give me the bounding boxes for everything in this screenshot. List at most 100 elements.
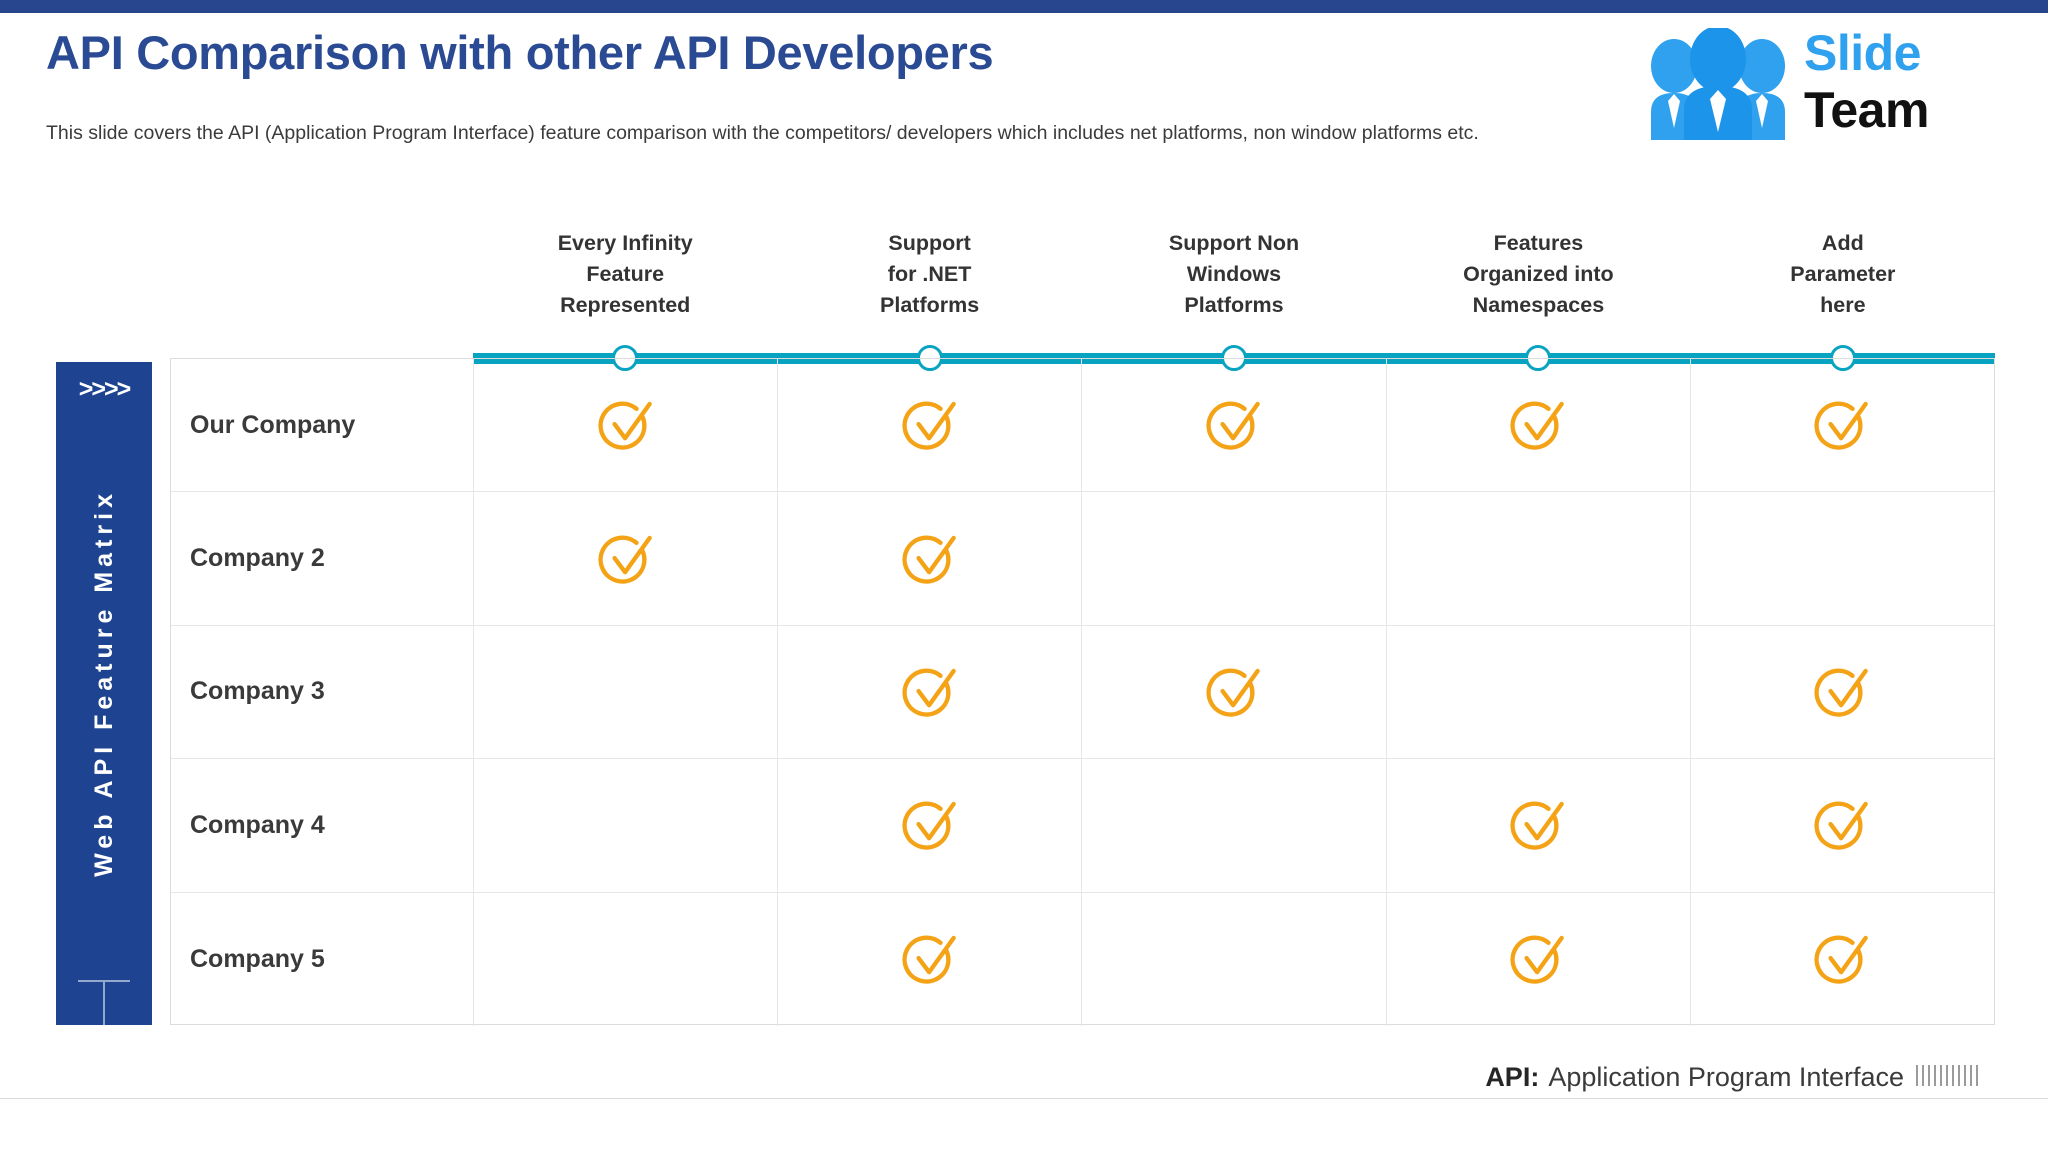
empty-cell-placeholder (1206, 797, 1262, 853)
matrix-row-label: Company 2 (171, 492, 474, 625)
footer-decor-bar (1928, 1065, 1930, 1086)
empty-cell-placeholder (1206, 531, 1262, 587)
matrix-cell-checked[interactable] (1082, 359, 1387, 492)
matrix-cell-checked[interactable] (1082, 625, 1387, 759)
check-circle-icon (1206, 401, 1260, 450)
footer-decor-bar (1922, 1065, 1924, 1086)
column-header-line: Features (1493, 231, 1584, 255)
empty-cell-placeholder (1510, 664, 1566, 720)
check-circle-icon (1206, 668, 1260, 717)
column-header-line: Namespaces (1472, 293, 1605, 317)
matrix-cell-empty[interactable] (1082, 492, 1387, 625)
empty-cell-placeholder (1510, 531, 1566, 587)
matrix-cell-checked[interactable] (1691, 359, 1994, 491)
column-header-line: here (1820, 293, 1866, 317)
empty-cell-placeholder (598, 664, 654, 720)
column-header-line: Support (888, 231, 971, 255)
column-header-line: Represented (560, 293, 691, 317)
matrix-cell-checked[interactable] (1387, 359, 1691, 492)
matrix-cell-checked[interactable] (1691, 759, 1994, 891)
matrix-cell-checked[interactable] (1387, 759, 1691, 892)
footer-legend-value: Application Program Interface (1548, 1062, 1904, 1092)
check-circle-icon (902, 401, 956, 450)
check-circle-icon (598, 401, 652, 450)
matrix-row: Company 5 (171, 892, 1994, 1026)
check-circle-icon (1510, 401, 1565, 450)
logo-wordmark: Slide Team (1804, 26, 1929, 139)
matrix-row: Company 3 (171, 625, 1994, 760)
footer-decor-bar (1934, 1065, 1936, 1086)
footer-decor-bar (1916, 1065, 1918, 1086)
slideteam-logo: Slide Team (1644, 22, 2026, 144)
matrix-cell-empty[interactable] (1387, 625, 1691, 759)
footer-legend-key: API: (1485, 1062, 1540, 1092)
matrix-row-label: Company 4 (171, 759, 474, 892)
column-header-line: Every Infinity (557, 231, 693, 255)
footer-decor-bar (1940, 1065, 1942, 1086)
matrix-cell-checked[interactable] (474, 492, 779, 625)
side-panel: >>>> Web API Feature Matrix (56, 362, 152, 1025)
check-circle-icon (1814, 668, 1869, 717)
check-circle-icon (1814, 935, 1869, 984)
check-circle-icon (902, 668, 956, 717)
matrix-cell-checked[interactable] (778, 492, 1083, 625)
top-accent-bar (0, 0, 2048, 13)
matrix-cell-empty[interactable] (474, 759, 779, 892)
matrix-cell-checked[interactable] (778, 892, 1083, 1026)
logo-team-text: Team (1804, 82, 1929, 138)
chevrons-icon: >>>> (78, 375, 131, 403)
footer-decor-bars (1916, 1065, 1978, 1086)
matrix-cell-empty[interactable] (1082, 759, 1387, 892)
matrix-cell-checked[interactable] (1387, 892, 1691, 1026)
matrix-cell-checked[interactable] (474, 359, 779, 492)
matrix-cell-empty[interactable] (474, 625, 779, 759)
matrix-row-label: Company 5 (171, 892, 474, 1026)
check-circle-icon (1510, 801, 1565, 851)
matrix-cell-checked[interactable] (778, 759, 1083, 892)
column-header-line: Windows (1186, 262, 1282, 286)
footer-divider (0, 1098, 2048, 1099)
footer-decor-bar (1964, 1065, 1966, 1086)
page-title: API Comparison with other API Developers (46, 26, 994, 79)
side-panel-decor-vertical (103, 980, 105, 1025)
matrix-row-label: Company 3 (171, 625, 474, 759)
column-header-line: Platforms (880, 293, 980, 317)
footer-decor-bar (1970, 1065, 1972, 1086)
matrix-cell-empty[interactable] (1691, 492, 1994, 624)
check-circle-icon (902, 935, 956, 984)
column-header-line: Parameter (1790, 262, 1896, 286)
check-circle-icon (1814, 401, 1869, 450)
empty-cell-placeholder (1206, 931, 1262, 987)
matrix-cell-checked[interactable] (1691, 893, 1994, 1026)
check-circle-icon (1510, 935, 1565, 984)
matrix-row: Company 2 (171, 492, 1994, 626)
check-circle-icon (598, 535, 652, 584)
matrix-cell-checked[interactable] (1691, 626, 1994, 758)
page-subtitle: This slide covers the API (Application P… (46, 122, 1479, 144)
empty-cell-placeholder (1814, 531, 1870, 587)
matrix-cell-empty[interactable] (1387, 492, 1691, 625)
column-header-line: Feature (586, 262, 665, 286)
empty-cell-placeholder (598, 931, 654, 987)
check-circle-icon (902, 535, 956, 584)
side-panel-vertical-label: Web API Feature Matrix (56, 418, 152, 948)
check-circle-icon (902, 801, 956, 851)
matrix-cell-empty[interactable] (1082, 892, 1387, 1026)
column-header-line: Platforms (1184, 293, 1284, 317)
matrix-cell-checked[interactable] (778, 625, 1083, 759)
footer-legend: API: Application Program Interface (1485, 1062, 1978, 1093)
matrix-row-label: Our Company (171, 359, 474, 492)
logo-slide-text: Slide (1804, 25, 1921, 81)
matrix-row: Our Company (171, 359, 1994, 493)
matrix-row: Company 4 (171, 759, 1994, 893)
matrix-cell-checked[interactable] (778, 359, 1083, 492)
footer-decor-bar (1958, 1065, 1960, 1086)
matrix-cell-empty[interactable] (474, 892, 779, 1026)
